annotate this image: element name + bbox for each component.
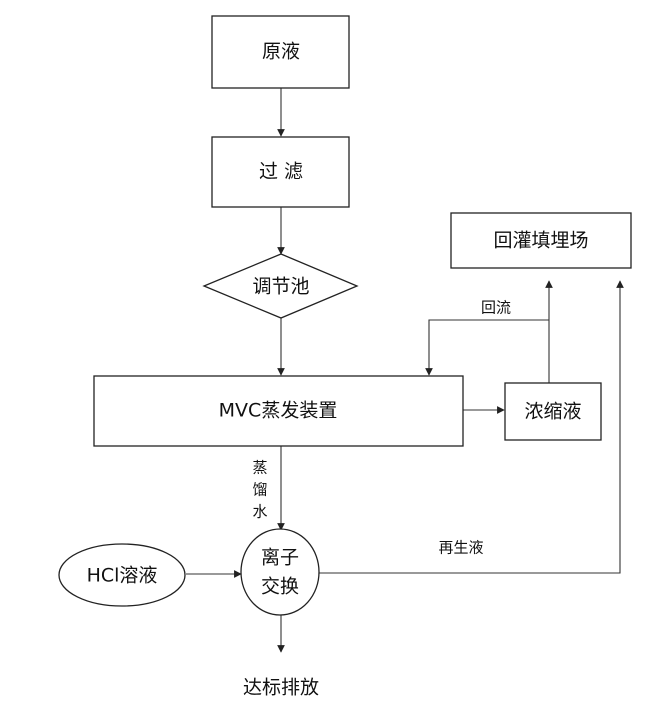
mvc-evaporator-label: MVC蒸发装置	[219, 400, 338, 422]
regulating-tank-label: 调节池	[252, 276, 309, 298]
arrow-regenerant-to-landfill	[318, 280, 624, 574]
regenerant-label: 再生液	[438, 539, 483, 557]
reflux-label: 回流	[481, 299, 511, 317]
distilled-water-label-2: 馏	[252, 481, 267, 499]
arrow-reflux	[425, 319, 549, 376]
concentrate-box	[504, 382, 602, 441]
landfill-box	[450, 212, 632, 269]
filter-box	[211, 136, 350, 208]
hcl-solution-label: HCl溶液	[87, 565, 158, 587]
landfill-label: 回灌填埋场	[493, 230, 588, 252]
raw-liquid-label: 原液	[262, 41, 300, 63]
concentrate-label: 浓缩液	[524, 401, 581, 423]
discharge-label: 达标排放	[243, 677, 319, 699]
regulating-tank-diamond	[202, 253, 359, 319]
distilled-water-label-3: 水	[252, 503, 267, 521]
filter-label: 过 滤	[259, 161, 303, 183]
hcl-solution-ellipse	[58, 543, 186, 607]
ion-exchange-label-line2: 交换	[261, 576, 299, 598]
ion-exchange-ellipse	[240, 528, 320, 616]
raw-liquid-box	[211, 15, 350, 89]
distilled-water-label-1: 蒸	[252, 459, 267, 477]
mvc-evaporator-box	[93, 375, 464, 447]
ion-exchange-label-line1: 离子	[261, 547, 299, 569]
